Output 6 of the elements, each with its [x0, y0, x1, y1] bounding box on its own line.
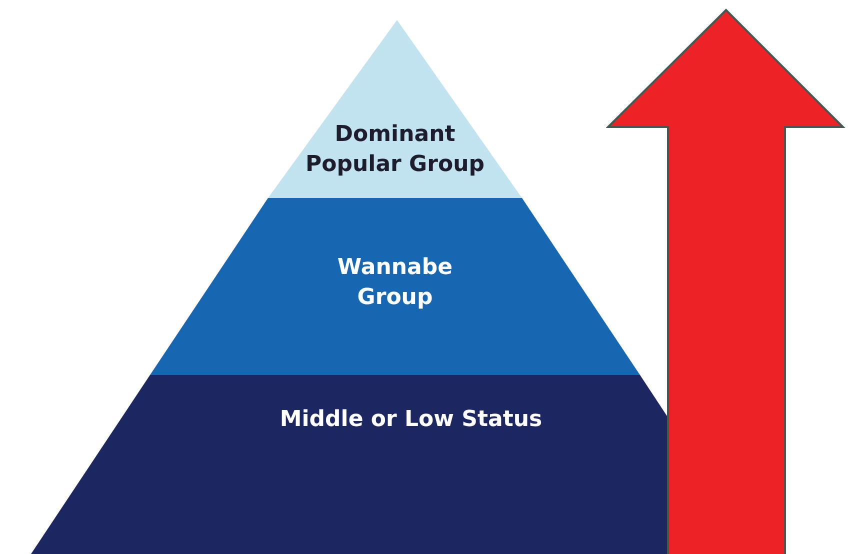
tier-label: Middle or Low Status [278, 406, 544, 434]
tier-label: Wannabe Group [336, 254, 454, 312]
pyramid-tier [268, 20, 522, 198]
pyramid-tier [150, 198, 640, 375]
pyramid-tier [31, 375, 667, 554]
tier-label: Dominant Popular Group [304, 121, 486, 179]
